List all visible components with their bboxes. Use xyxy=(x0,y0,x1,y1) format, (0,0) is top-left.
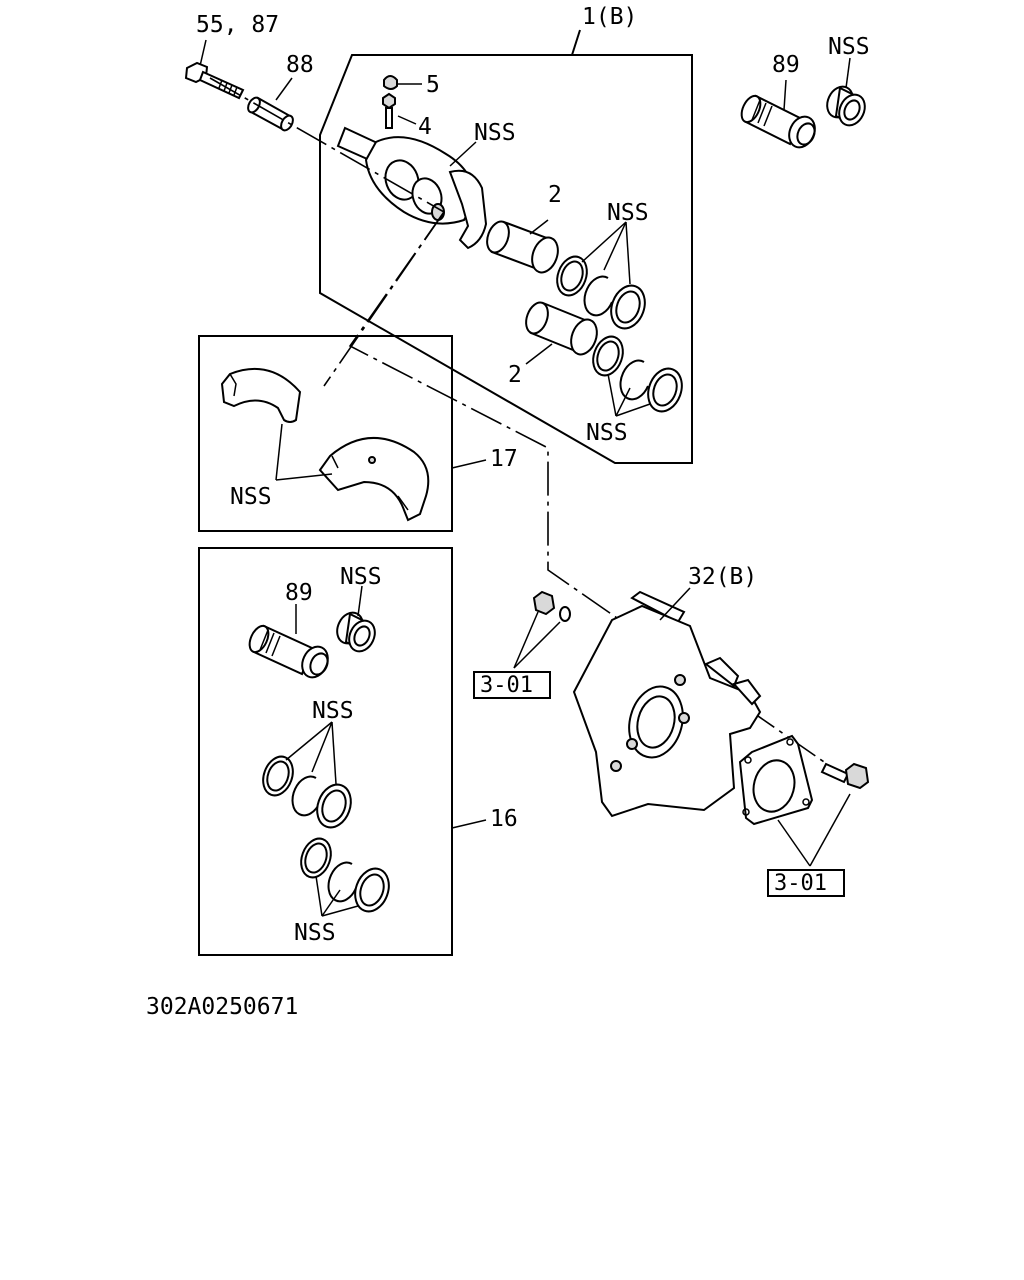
label-seals-upper-nss: NSS xyxy=(607,200,649,226)
sleeve-part: 88 xyxy=(247,52,314,132)
label-ref-left: 3-01 xyxy=(480,673,533,698)
gasket-bolt: 3-01 xyxy=(738,734,870,897)
drawing-number: 302A0250671 xyxy=(146,994,298,1020)
label-seal-kit: 16 xyxy=(490,806,518,832)
seal-kit-box: 89 NSS NSS NSS 16 xyxy=(198,547,518,956)
label-sleeve: 88 xyxy=(286,52,314,78)
label-piston-lower: 2 xyxy=(508,362,522,388)
label-seal-kit-upper-nss: NSS xyxy=(312,698,354,724)
seals-lower: NSS xyxy=(586,335,683,446)
boot-top-right: 89 xyxy=(740,52,816,149)
caliper-assembly-frame: 1(B) xyxy=(319,4,693,464)
label-boot-top-right: 89 xyxy=(772,52,800,78)
piston-lower: 2 xyxy=(508,301,598,388)
label-pad-kit: 17 xyxy=(490,446,518,472)
label-ref-right: 3-01 xyxy=(774,871,827,896)
pad-kit-box: NSS 17 xyxy=(198,335,518,532)
label-pad-kit-nss: NSS xyxy=(230,484,272,510)
piston-upper: 2 xyxy=(486,182,562,274)
label-seals-lower-nss: NSS xyxy=(586,420,628,446)
label-bleeder-screw: 4 xyxy=(418,114,432,140)
label-seal-kit-boot-nss: NSS xyxy=(340,564,382,590)
seals-upper: NSS xyxy=(556,200,649,330)
label-caliper-body-nss: NSS xyxy=(474,120,516,146)
ref-box-left xyxy=(473,671,551,699)
bleeder-parts: 5 4 xyxy=(382,72,440,140)
label-piston-upper: 2 xyxy=(548,182,562,208)
label-support-bracket: 32(B) xyxy=(688,564,757,590)
label-seal-kit-lower-nss: NSS xyxy=(294,920,336,946)
label-bleeder-cap: 5 xyxy=(426,72,440,98)
label-boot-top-right-nss: NSS xyxy=(828,34,870,60)
boot-top-right-nss: NSS xyxy=(826,34,870,127)
label-bolt: 55, 87 xyxy=(196,12,279,38)
nut-washer: 3-01 xyxy=(473,590,571,699)
caliper-body: NSS xyxy=(336,120,516,250)
support-bracket: 32(B) xyxy=(572,564,762,818)
bolt-part: 55, 87 xyxy=(184,12,279,100)
label-caliper-assembly: 1(B) xyxy=(582,4,637,30)
ref-box-right xyxy=(767,869,845,897)
label-seal-kit-boot: 89 xyxy=(285,580,313,606)
